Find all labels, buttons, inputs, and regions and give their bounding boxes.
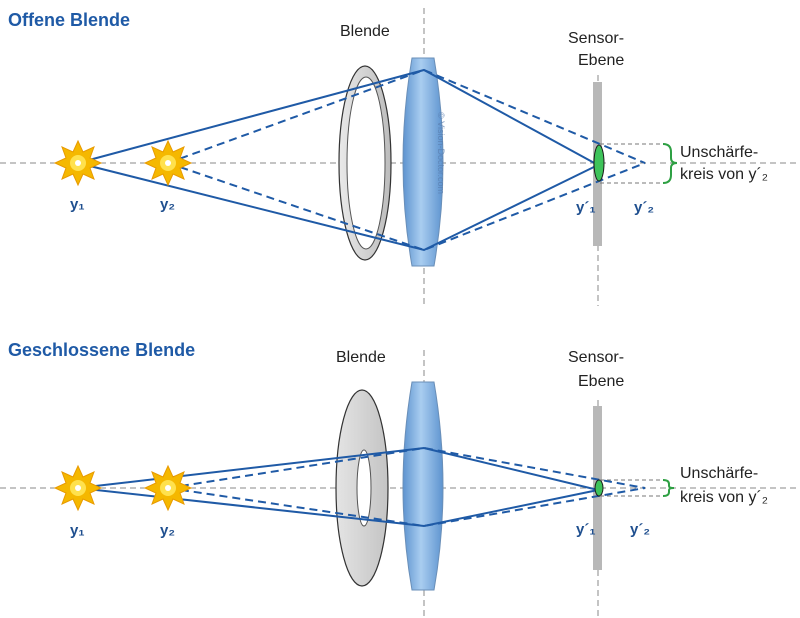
aperture-label: Blende — [340, 23, 390, 40]
star-y1 — [53, 464, 103, 512]
ray-y2-top — [167, 446, 646, 489]
star-y1 — [53, 139, 103, 187]
image-label-y1: y´₁ — [576, 521, 596, 538]
image-label-y2: y´₂ — [634, 199, 655, 216]
ray-y1-top — [77, 446, 599, 491]
panel-open-aperture: Offene Blende Blende Sensor- Ebene Unsch… — [0, 8, 800, 306]
aperture-ring-inner — [346, 76, 386, 250]
image-label-y1: y´₁ — [576, 199, 596, 216]
ray-y1-bottom — [77, 487, 599, 528]
point-label-y2: y₂ — [160, 196, 176, 213]
point-label-y1: y₁ — [70, 522, 85, 539]
sensor-label-line1: Sensor- — [568, 349, 625, 366]
star-y2 — [143, 139, 193, 187]
point-label-y1: y₁ — [70, 196, 85, 213]
sensor-label-line2: Ebene — [578, 52, 625, 69]
lens — [402, 57, 444, 267]
blur-label-line2: kreis von y´₂ — [680, 489, 769, 506]
blur-circle — [593, 144, 605, 182]
blur-label-line2: kreis von y´₂ — [680, 166, 769, 183]
panel-title: Offene Blende — [8, 10, 131, 30]
blur-brace — [662, 479, 675, 497]
star-y2 — [143, 464, 193, 512]
aperture-disk-hole — [356, 449, 372, 527]
sensor-label-line1: Sensor- — [568, 30, 625, 47]
image-label-y2: y´₂ — [630, 521, 651, 538]
open-aperture-drawing — [0, 8, 800, 306]
aperture-label: Blende — [336, 349, 386, 366]
blur-circle — [594, 479, 604, 497]
lens — [402, 381, 444, 591]
panel-closed-aperture: Geschlossene Blende Blende Sensor- Ebene… — [0, 330, 800, 618]
ray-y1-bottom — [77, 162, 599, 252]
ray-y1-top — [77, 68, 599, 166]
closed-aperture-drawing — [0, 350, 800, 616]
panel-title: Geschlossene Blende — [8, 340, 196, 360]
blur-label-line1: Unschärfe- — [680, 144, 759, 161]
point-label-y2: y₂ — [160, 522, 176, 539]
sensor-label-line2: Ebene — [578, 373, 625, 390]
blur-label-line1: Unschärfe- — [680, 465, 759, 482]
watermark: © Vision-Doctor.com — [436, 112, 446, 194]
ray-y2-top — [167, 68, 646, 164]
ray-y2-bottom — [167, 487, 646, 528]
blur-brace — [662, 143, 678, 184]
